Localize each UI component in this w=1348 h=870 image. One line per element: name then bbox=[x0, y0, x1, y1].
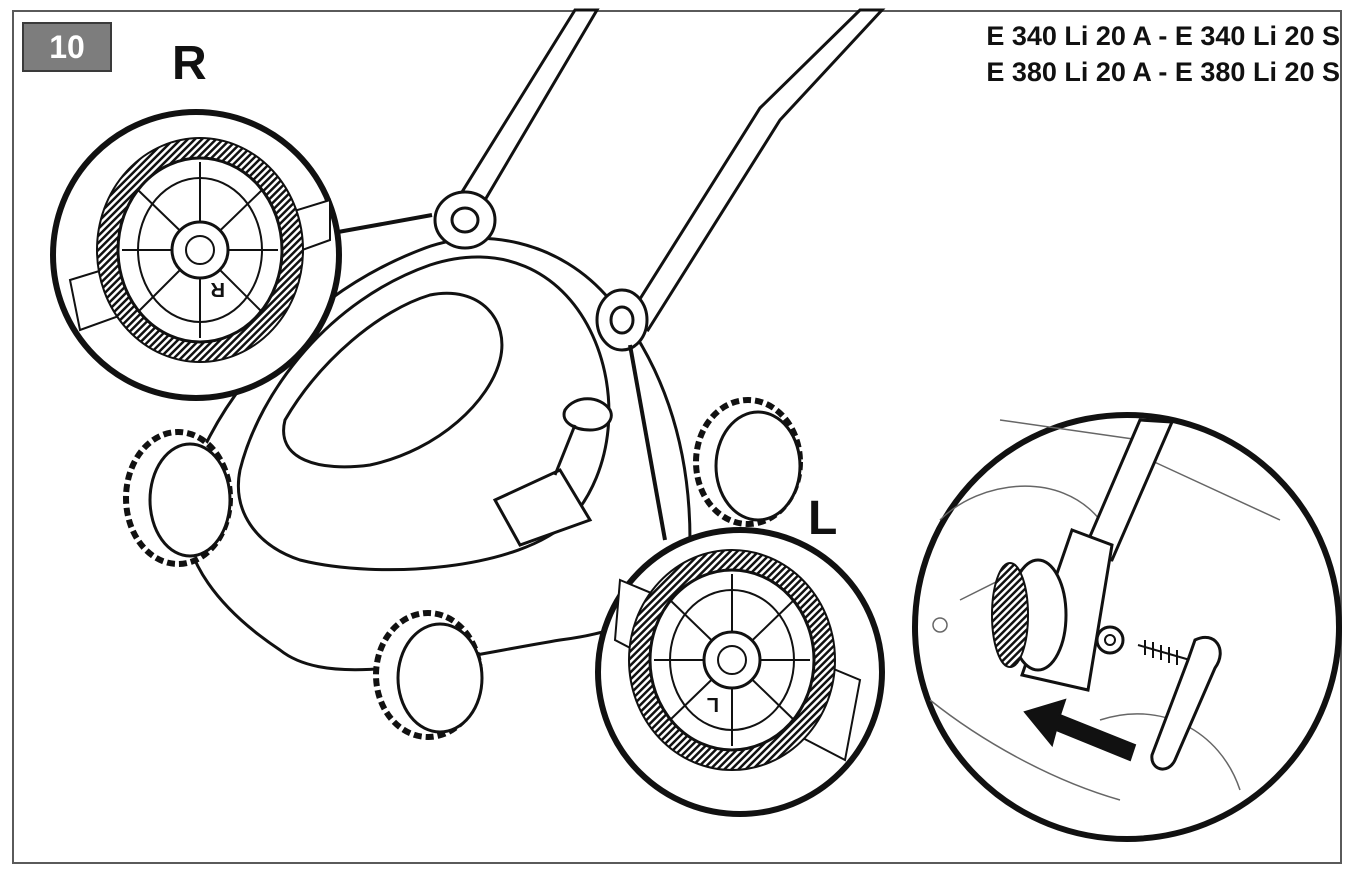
mower-handle bbox=[459, 8, 886, 333]
model-list: E 340 Li 20 A - E 340 Li 20 S E 380 Li 2… bbox=[986, 18, 1340, 90]
wheel-marking-l: L bbox=[707, 693, 719, 715]
left-wheel-callout: L bbox=[595, 527, 885, 817]
handle-mounts bbox=[433, 190, 649, 352]
wheel-marking-r: R bbox=[210, 278, 225, 300]
callout-leaders bbox=[337, 213, 667, 541]
right-wheel-label: R bbox=[172, 37, 207, 90]
right-wheel-callout: R bbox=[50, 109, 342, 401]
arrow-icon bbox=[1023, 698, 1137, 762]
mower-deck bbox=[183, 237, 692, 672]
model-line-2: E 380 Li 20 A - E 380 Li 20 S bbox=[986, 57, 1340, 87]
handle-fixing-detail bbox=[912, 412, 1342, 842]
step-number-badge: 10 bbox=[22, 22, 112, 72]
left-wheel-label: L bbox=[808, 492, 838, 545]
figure-frame bbox=[12, 10, 1342, 864]
mower-wheels bbox=[123, 397, 803, 740]
model-line-1: E 340 Li 20 A - E 340 Li 20 S bbox=[986, 21, 1340, 51]
